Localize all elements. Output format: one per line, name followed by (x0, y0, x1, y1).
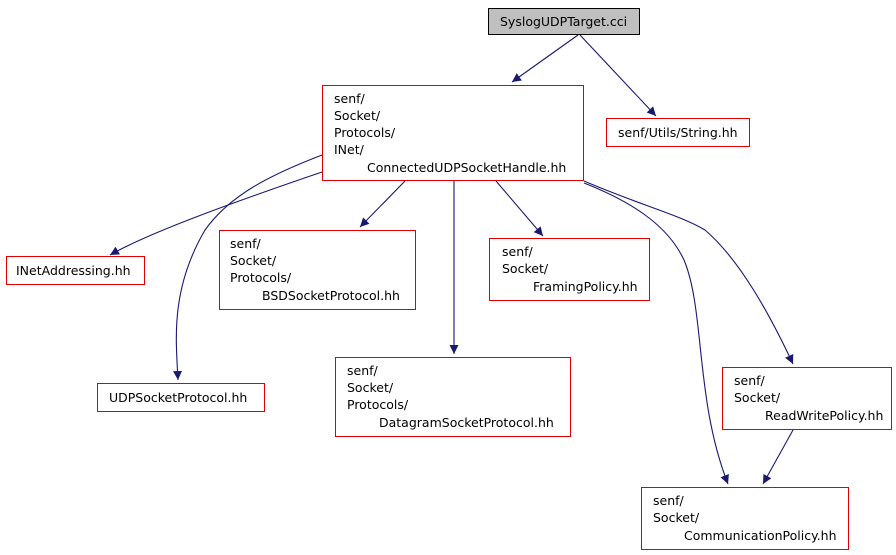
edge-conn-to-udpproto (173, 154, 323, 381)
node-label-line: Socket/ (230, 253, 277, 268)
node-label-line: senf/ (502, 244, 533, 259)
node-label-line: DatagramSocketProtocol.hh (379, 415, 554, 430)
node-label-line: INet/ (334, 142, 364, 157)
node-framing-policy[interactable]: senf/ Socket/ FramingPolicy.hh (489, 238, 650, 301)
node-bsd-socket-protocol[interactable]: senf/ Socket/ Protocols/ BSDSocketProtoc… (219, 230, 416, 310)
node-root[interactable]: SyslogUDPTarget.cci (488, 8, 640, 35)
node-string[interactable]: senf/Utils/String.hh (606, 118, 750, 147)
node-label-line: CommunicationPolicy.hh (684, 528, 837, 543)
node-label-line: senf/ (334, 91, 365, 106)
node-udp-socket-protocol[interactable]: UDPSocketProtocol.hh (97, 383, 265, 412)
edge-conn-to-bsd (359, 180, 406, 228)
edge-rwpolicy-to-commpolicy (762, 429, 794, 485)
node-label-line: Socket/ (653, 510, 700, 525)
node-label-line: FramingPolicy.hh (533, 279, 638, 294)
node-communication-policy[interactable]: senf/ Socket/ CommunicationPolicy.hh (641, 487, 849, 550)
node-label-line: Socket/ (334, 108, 381, 123)
edge-root-to-string (579, 34, 657, 117)
node-label-line: INetAddressing.hh (16, 263, 131, 278)
node-label-line: Socket/ (347, 380, 394, 395)
node-label-line: senf/ (653, 493, 684, 508)
node-label-line: ConnectedUDPSocketHandle.hh (367, 160, 567, 175)
node-label-line: Protocols/ (230, 270, 292, 285)
node-connected-udp-socket-handle[interactable]: senf/ Socket/ Protocols/ INet/ Connected… (322, 85, 584, 181)
node-read-write-policy[interactable]: senf/ Socket/ ReadWritePolicy.hh (722, 367, 892, 430)
node-label-line: senf/Utils/String.hh (618, 125, 738, 140)
edge-conn-to-framing (495, 180, 544, 237)
edge-root-to-conn (511, 34, 579, 83)
node-label-line: Protocols/ (347, 397, 409, 412)
node-label-line: BSDSocketProtocol.hh (262, 288, 400, 303)
edge-conn-to-rwpolicy (583, 180, 794, 365)
edge-conn-to-commpolicy (583, 182, 729, 485)
node-label-line: Socket/ (502, 261, 549, 276)
node-label-line: Protocols/ (334, 125, 396, 140)
node-label-line: senf/ (347, 363, 378, 378)
edge-conn-to-inetaddr (109, 171, 323, 256)
node-label-line: SyslogUDPTarget.cci (500, 14, 628, 29)
node-label-line: senf/ (734, 373, 765, 388)
node-label-line: ReadWritePolicy.hh (765, 408, 884, 423)
node-label-line: senf/ (230, 236, 261, 251)
node-label-line: Socket/ (734, 390, 781, 405)
node-label-line: UDPSocketProtocol.hh (109, 390, 248, 405)
node-datagram-socket-protocol[interactable]: senf/ Socket/ Protocols/ DatagramSocketP… (335, 357, 571, 437)
node-inet-addressing[interactable]: INetAddressing.hh (6, 256, 145, 285)
